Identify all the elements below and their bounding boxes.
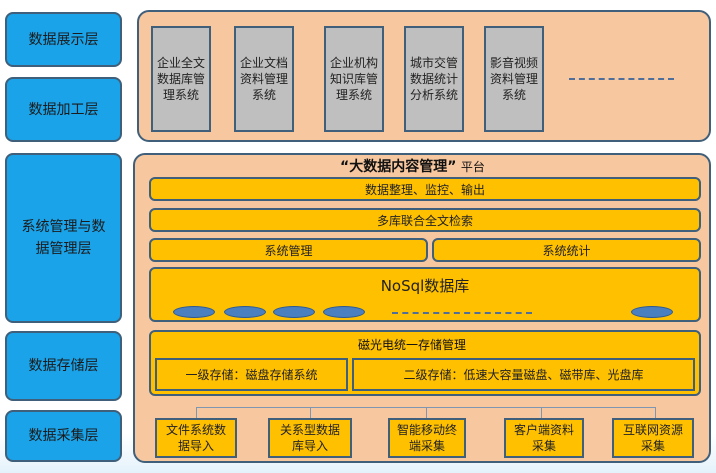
data-output-bar: 数据整理、监控、输出 <box>149 177 701 201</box>
db-node <box>224 306 266 318</box>
collection-connector <box>655 407 656 418</box>
layer-processing: 数据加工层 <box>5 77 122 142</box>
level2-storage-box: 二级存储：低速大容量磁盘、磁带库、光盘库 <box>352 358 695 391</box>
storage-management-title-text: 磁光电统一存储管理 <box>358 338 467 352</box>
layer-collection: 数据采集层 <box>5 410 122 462</box>
fulltext-search-bar: 多库联合全文检索 <box>149 208 701 232</box>
app-document-mgmt: 企业文档资料管理系统 <box>234 26 294 132</box>
app-knowledge-base: 企业机构知识库管理系统 <box>324 26 384 132</box>
app-document-mgmt-label: 企业文档资料管理系统 <box>239 56 288 102</box>
layer-display: 数据展示层 <box>5 12 122 67</box>
db-node <box>173 306 215 318</box>
collection-connector <box>426 407 427 418</box>
layer-processing-label: 数据加工层 <box>28 101 99 118</box>
app-traffic-analysis: 城市交管数据统计分析系统 <box>404 26 464 132</box>
source-relational-db-label: 关系型数据库导入 <box>279 423 340 453</box>
storage-management-title: 磁光电统一存储管理 <box>358 336 466 353</box>
layer-display-label: 数据展示层 <box>28 31 99 48</box>
source-client-data: 客户端资料采集 <box>504 418 584 458</box>
source-client-data-label: 客户端资料采集 <box>514 423 575 453</box>
more-db-nodes-ellipsis <box>392 312 532 314</box>
layer-storage: 数据存储层 <box>5 331 122 401</box>
app-fulltext-db-label: 企业全文数据库管理系统 <box>156 56 205 102</box>
system-statistics-label: 系统统计 <box>542 243 591 258</box>
level1-storage-label: 一级存储：磁盘存储系统 <box>185 368 318 382</box>
source-mobile-terminal-label: 智能移动终端采集 <box>397 423 458 453</box>
source-internet: 互联网资源采集 <box>612 418 694 458</box>
collection-connector <box>310 407 311 418</box>
layer-collection-label: 数据采集层 <box>28 428 99 444</box>
system-management-bar: 系统管理 <box>149 238 428 262</box>
nosql-database-label: NoSql数据库 <box>380 277 470 295</box>
platform-title-main: “大数据内容管理” <box>340 159 457 175</box>
app-video-mgmt: 影音视频资料管理系统 <box>484 26 544 132</box>
app-knowledge-base-label: 企业机构知识库管理系统 <box>329 56 378 102</box>
collection-connector <box>196 407 197 418</box>
layer-management-label: 系统管理与数据管理层 <box>21 219 106 257</box>
fulltext-search-label: 多库联合全文检索 <box>376 213 473 228</box>
source-internet-label: 互联网资源采集 <box>623 423 684 453</box>
app-traffic-analysis-label: 城市交管数据统计分析系统 <box>409 56 458 102</box>
layer-storage-label: 数据存储层 <box>28 358 99 374</box>
db-node <box>631 306 673 318</box>
platform-title: “大数据内容管理” 平台 <box>340 156 485 176</box>
collection-connector-horizontal <box>196 407 655 408</box>
source-mobile-terminal: 智能移动终端采集 <box>388 418 466 458</box>
data-output-label: 数据整理、监控、输出 <box>364 182 485 197</box>
db-node <box>273 306 315 318</box>
platform-title-suffix: 平台 <box>460 160 485 174</box>
layer-management: 系统管理与数据管理层 <box>5 153 122 323</box>
level1-storage-box: 一级存储：磁盘存储系统 <box>155 358 348 391</box>
system-management-label: 系统管理 <box>264 243 313 258</box>
app-fulltext-db: 企业全文数据库管理系统 <box>151 26 211 132</box>
level2-storage-label: 二级存储：低速大容量磁盘、磁带库、光盘库 <box>403 368 644 382</box>
application-panel: 企业全文数据库管理系统 企业文档资料管理系统 企业机构知识库管理系统 城市交管数… <box>137 10 711 142</box>
source-relational-db: 关系型数据库导入 <box>268 418 352 458</box>
more-apps-ellipsis <box>569 78 674 80</box>
collection-connector <box>541 407 542 418</box>
app-video-mgmt-label: 影音视频资料管理系统 <box>489 56 538 102</box>
source-file-system: 文件系统数据导入 <box>155 418 237 458</box>
system-statistics-bar: 系统统计 <box>432 238 701 262</box>
source-file-system-label: 文件系统数据导入 <box>166 423 227 453</box>
db-node <box>323 306 365 318</box>
